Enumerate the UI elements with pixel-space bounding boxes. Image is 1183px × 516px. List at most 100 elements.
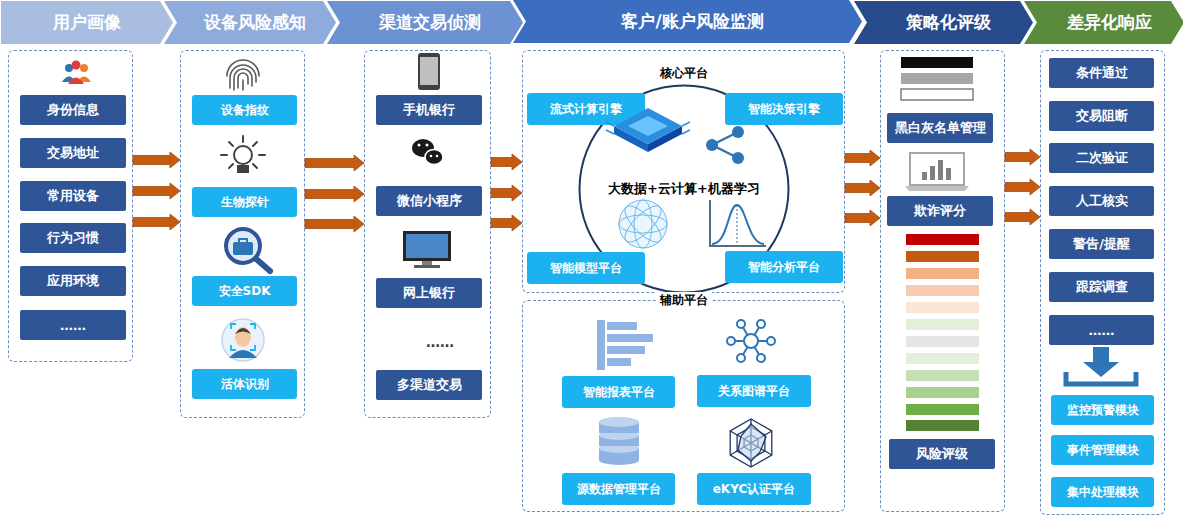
sdk-icon bbox=[255, 258, 270, 271]
block-arrow bbox=[491, 154, 522, 170]
block-arrow bbox=[1005, 209, 1040, 225]
radar-icon bbox=[738, 424, 766, 461]
wechat-icon bbox=[412, 139, 434, 157]
database-icon bbox=[599, 417, 639, 465]
box-label: 欺诈评分 bbox=[914, 202, 966, 220]
graph-icon bbox=[757, 320, 765, 328]
module-box: 设备指纹 bbox=[192, 95, 297, 125]
sdk-icon bbox=[233, 242, 253, 255]
box-label: 跟踪调查 bbox=[1076, 278, 1128, 296]
process-box: 欺诈评分 bbox=[887, 196, 993, 226]
sdk-icon bbox=[226, 229, 260, 263]
module-box: 智能报表平台 bbox=[562, 376, 675, 408]
box-label: 流式计算引擎 bbox=[550, 101, 622, 118]
user-icon bbox=[65, 64, 73, 72]
module-box: 智能分析平台 bbox=[725, 251, 843, 283]
fingerprint-icon bbox=[242, 80, 244, 90]
radar-icon bbox=[730, 419, 772, 467]
graph-icon bbox=[741, 341, 751, 358]
download-icon bbox=[1083, 347, 1119, 377]
box-label: 警告/提醒 bbox=[1073, 235, 1130, 253]
risk-scale-bars bbox=[906, 370, 979, 381]
face-icon bbox=[235, 327, 251, 347]
report-icon bbox=[607, 322, 637, 330]
graph-icon bbox=[751, 340, 771, 342]
module-box: 活体识别 bbox=[192, 369, 297, 399]
graph-icon bbox=[737, 320, 745, 328]
process-box: 条件通过 bbox=[1049, 58, 1154, 88]
monitor-icon bbox=[403, 231, 451, 268]
chip-icon bbox=[614, 126, 648, 152]
chevron-header: 设备风险感知 bbox=[164, 1, 336, 44]
module-box: 生物探针 bbox=[192, 187, 297, 217]
monitor-icon bbox=[406, 234, 448, 258]
chevron-shape bbox=[854, 1, 1033, 44]
share-icon bbox=[712, 132, 738, 145]
ellipsis-label: …… bbox=[405, 334, 475, 350]
box-label: 行为习惯 bbox=[47, 229, 99, 247]
report-icon bbox=[597, 320, 605, 370]
process-box: 多渠道交易 bbox=[376, 370, 482, 400]
process-box: 身份信息 bbox=[20, 95, 126, 125]
database-icon bbox=[599, 422, 639, 433]
block-arrow bbox=[1005, 179, 1040, 195]
block-arrow bbox=[305, 186, 364, 202]
risk-scale-bars bbox=[906, 353, 979, 364]
graph-icon bbox=[767, 337, 775, 345]
user-icon bbox=[62, 61, 91, 85]
box-label: 智能决策引擎 bbox=[748, 101, 820, 118]
share-icon bbox=[706, 139, 718, 151]
radar-icon bbox=[737, 427, 765, 459]
process-box: …… bbox=[20, 310, 126, 340]
header-text: 设备风险感知 bbox=[194, 11, 306, 34]
bulb-icon bbox=[234, 146, 252, 164]
module-box: 源数据管理平台 bbox=[562, 473, 675, 505]
graph-icon bbox=[744, 334, 758, 348]
sphere-icon bbox=[620, 201, 667, 248]
fingerprint-icon bbox=[238, 73, 248, 88]
header-text: 用户画像 bbox=[53, 11, 121, 34]
box-label: 交易阻断 bbox=[1076, 107, 1128, 125]
process-box: 微信小程序 bbox=[376, 186, 482, 216]
share-icon bbox=[732, 126, 744, 138]
dashed-group: 核心平台大数据+云计算+机器学习流式计算引擎智能决策引擎智能模型平台智能分析平台 bbox=[522, 50, 845, 293]
risk-scale-bars bbox=[906, 251, 979, 262]
bulb-icon bbox=[221, 154, 227, 156]
box-label: 微信小程序 bbox=[397, 192, 462, 210]
risk-scale-bars bbox=[906, 404, 979, 415]
database-icon bbox=[599, 443, 639, 453]
box-label: 网上银行 bbox=[403, 284, 455, 302]
list-bars bbox=[901, 89, 973, 100]
face-icon bbox=[222, 319, 264, 361]
radar-icon bbox=[744, 435, 758, 451]
bulb-icon bbox=[238, 166, 248, 172]
header-text: 客户/账户风险监测 bbox=[611, 10, 763, 33]
box-label: 关系图谱平台 bbox=[718, 383, 790, 400]
fingerprint-icon bbox=[234, 69, 252, 90]
chevron-shape bbox=[327, 1, 523, 44]
report-icon bbox=[607, 334, 653, 342]
block-arrow bbox=[845, 150, 880, 166]
process-box: 手机银行 bbox=[376, 95, 482, 125]
risk-scale-bars bbox=[906, 285, 979, 296]
box-label: 活体识别 bbox=[221, 376, 269, 393]
risk-scale-bars bbox=[906, 336, 979, 347]
risk-scale-bars bbox=[906, 387, 979, 398]
chevron-shape bbox=[164, 1, 336, 44]
database-icon bbox=[599, 430, 639, 440]
chevron-header: 差异化响应 bbox=[1024, 1, 1183, 44]
radar-icon bbox=[730, 419, 772, 467]
dashed-group: 设备风险感知设备指纹生物探针安全SDK活体识别 bbox=[180, 50, 305, 418]
block-arrow bbox=[491, 185, 522, 201]
laptop-icon bbox=[905, 153, 969, 191]
bulb-icon bbox=[259, 154, 265, 156]
box-label: 风险评级 bbox=[916, 445, 968, 463]
process-box: 跟踪调查 bbox=[1049, 272, 1154, 302]
module-box: 安全SDK bbox=[192, 276, 297, 306]
report-icon bbox=[607, 358, 631, 366]
box-label: 智能报表平台 bbox=[583, 384, 655, 401]
module-box: 监控预警模块 bbox=[1051, 395, 1154, 425]
user-icon bbox=[77, 77, 91, 83]
graph-icon bbox=[727, 337, 735, 345]
block-arrow bbox=[133, 214, 180, 230]
